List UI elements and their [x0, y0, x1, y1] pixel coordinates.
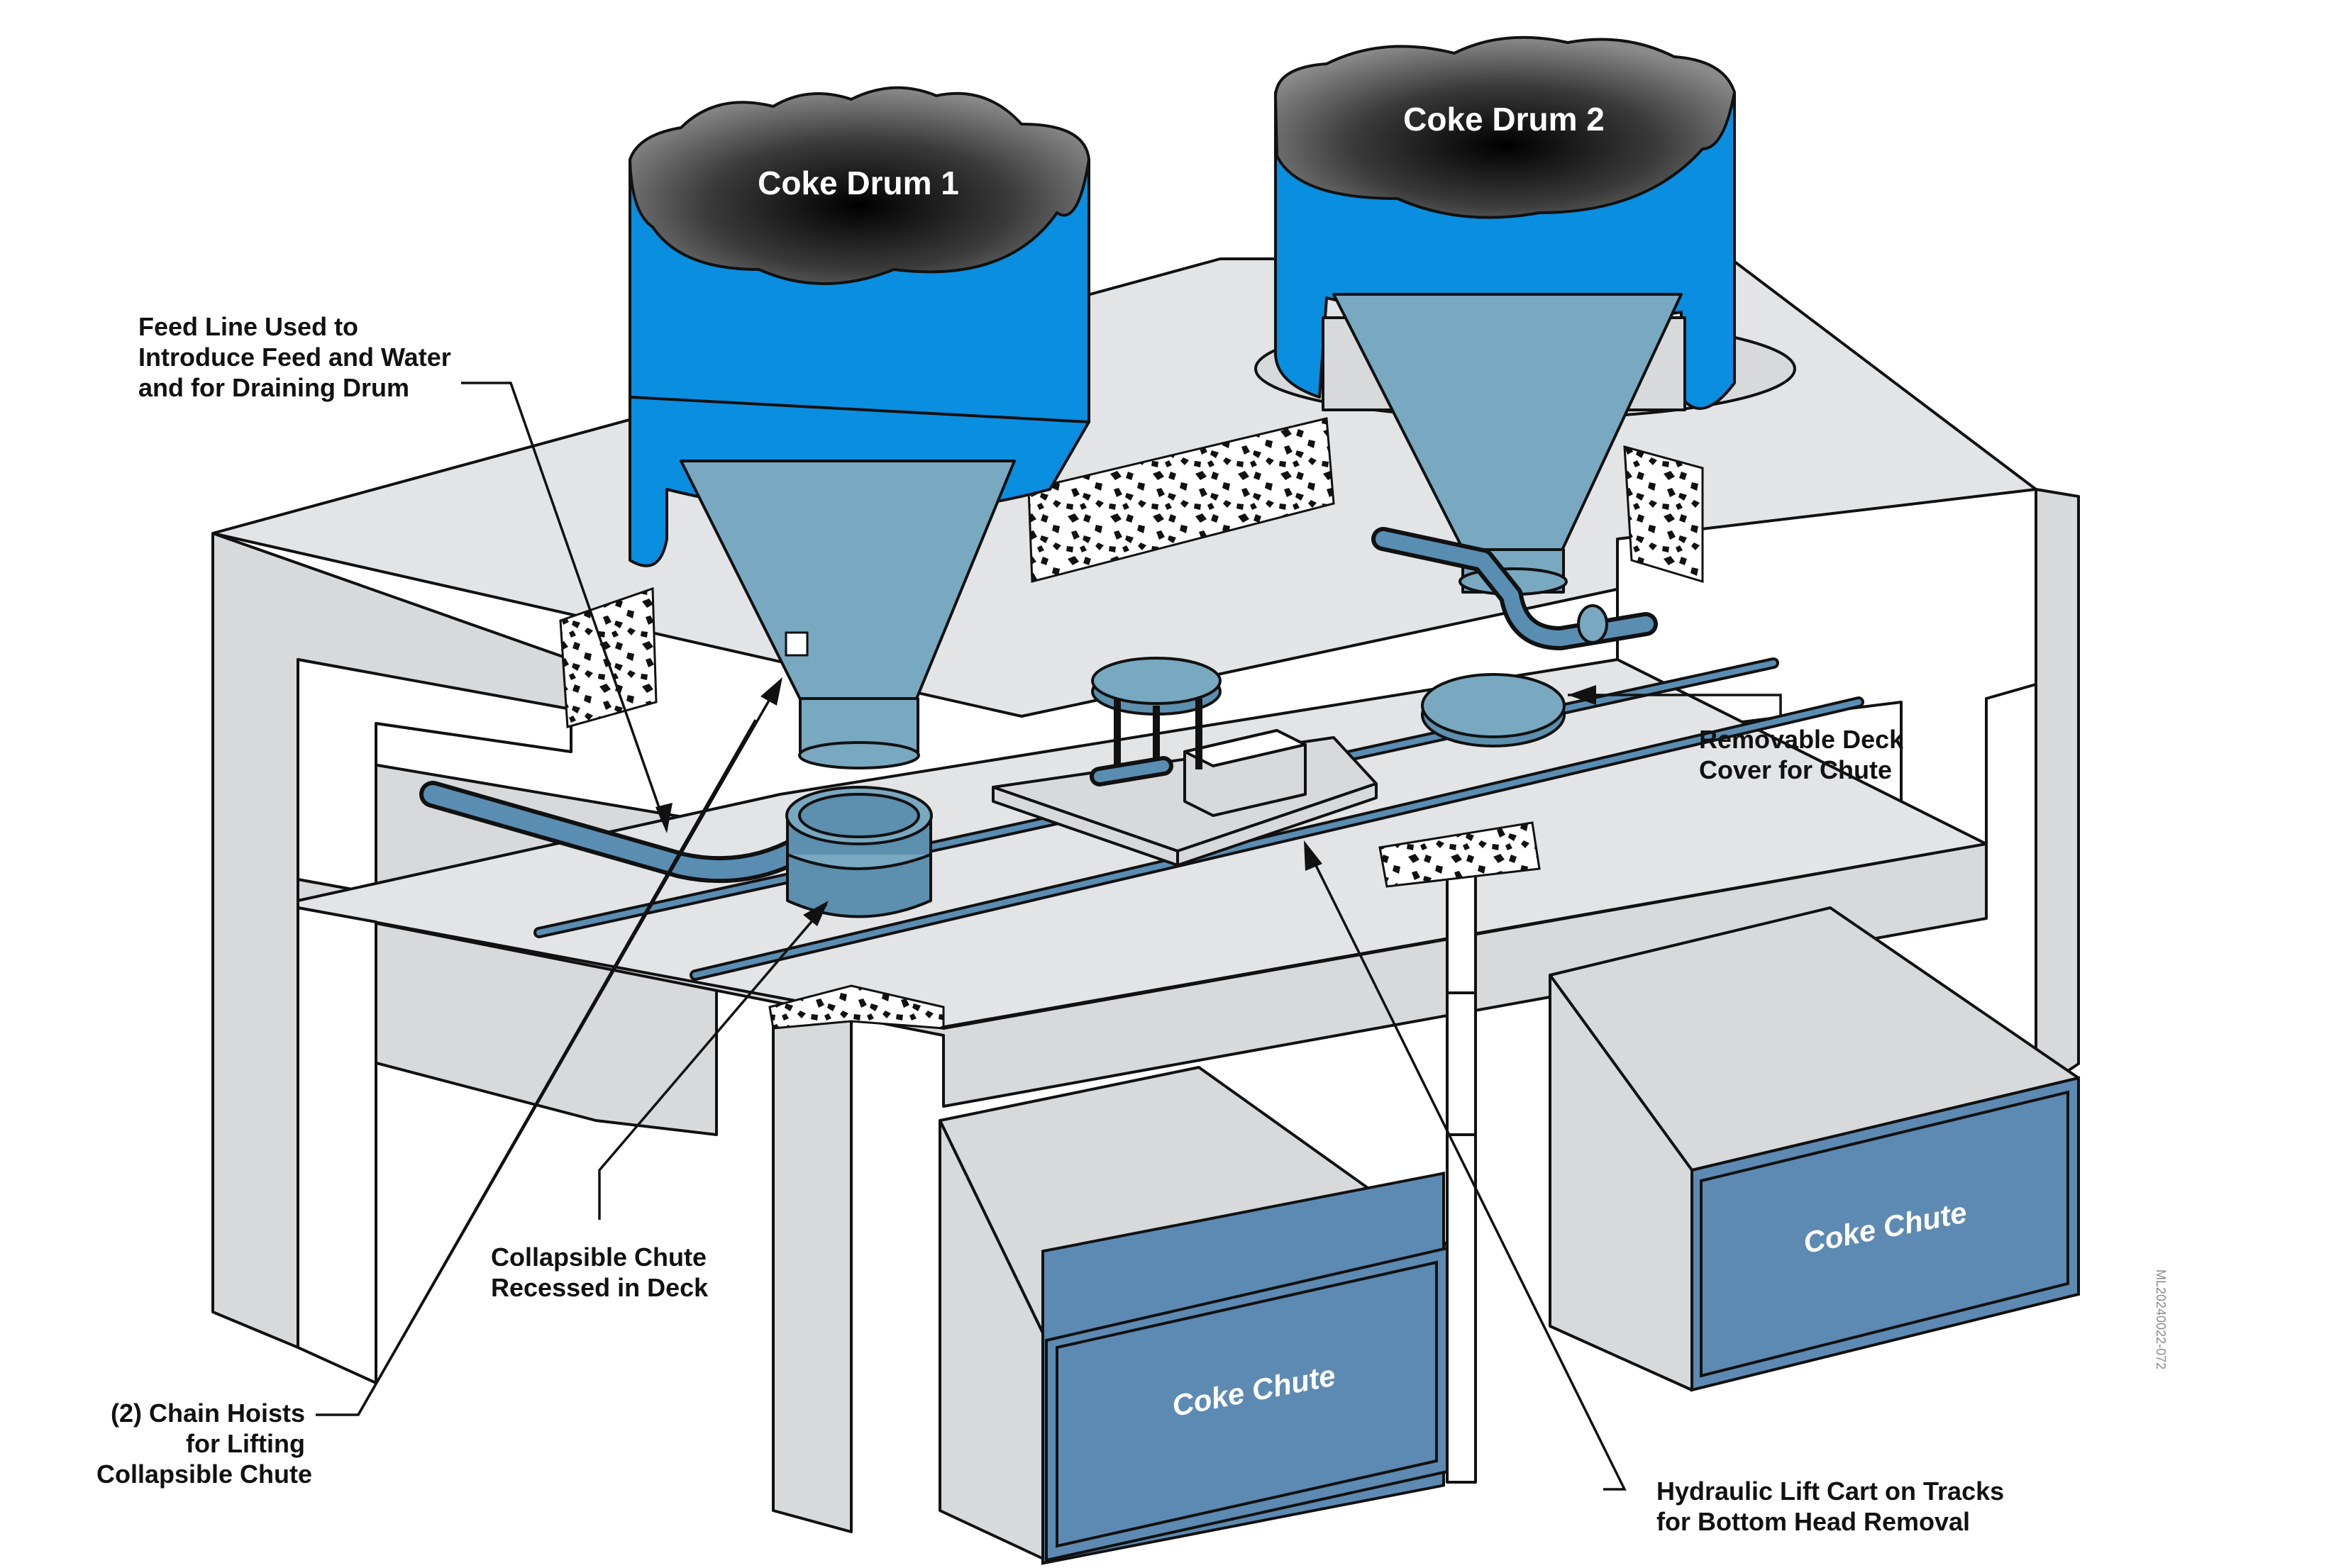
coke-chute-1: Coke Chute	[939, 1066, 1449, 1565]
lift-cart-label: Hydraulic Lift Cart on Tracks for Bottom…	[1656, 1477, 2011, 1536]
feed-line-label: Feed Line Used to Introduce Feed and Wat…	[138, 312, 458, 402]
drum2-label: Coke Drum 2	[1403, 101, 1605, 138]
coke-chute-2: Coke Chute	[1549, 906, 2080, 1392]
leader-lines	[316, 382, 1782, 1491]
concrete-breakouts	[559, 417, 1704, 1030]
callout-labels: Feed Line Used to Introduce Feed and Wat…	[96, 312, 2168, 1536]
coke-drum-2: Coke Drum 2	[1254, 35, 1796, 650]
drum1-label: Coke Drum 1	[758, 165, 959, 201]
deck-cover-label: Removable Deck Cover for Chute	[1699, 725, 1910, 784]
figure-code: ML20240022-072	[2154, 1269, 2168, 1369]
collapsible-chute-label: Collapsible Chute Recessed in Deck	[491, 1242, 714, 1302]
removable-deck-cover	[1421, 673, 1566, 747]
chain-hoists-label: (2) Chain Hoists for Lifting Collapsible…	[96, 1399, 312, 1489]
hydraulic-lift-cart	[992, 657, 1378, 867]
coke-drum-1: Coke Drum 1	[628, 86, 1091, 918]
